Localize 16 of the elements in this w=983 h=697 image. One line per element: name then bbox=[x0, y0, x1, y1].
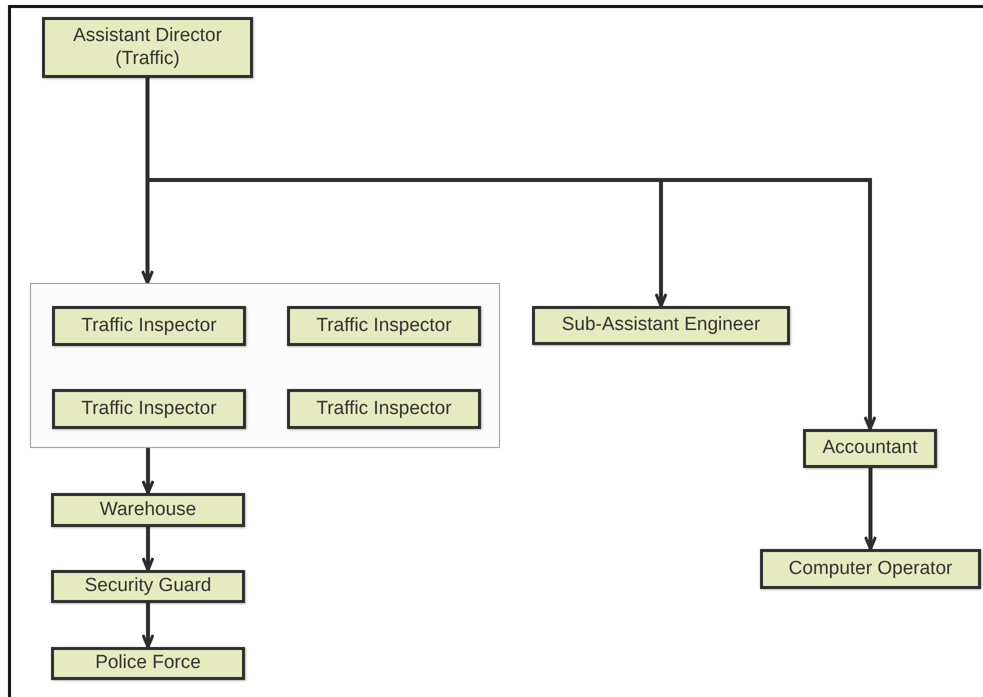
role-box: Traffic Inspector bbox=[52, 306, 246, 346]
group-frame bbox=[30, 283, 500, 448]
arrow bbox=[142, 448, 154, 494]
role-box: Warehouse bbox=[51, 493, 245, 527]
arrow bbox=[142, 603, 154, 648]
role-box: Computer Operator bbox=[760, 549, 981, 589]
role-box: Accountant bbox=[803, 429, 937, 468]
role-box: Sub-Assistant Engineer bbox=[532, 306, 790, 345]
arrow bbox=[864, 468, 877, 550]
role-box: Traffic Inspector bbox=[287, 306, 481, 346]
role-box: Assistant Director (Traffic) bbox=[42, 17, 253, 78]
role-box: Security Guard bbox=[51, 570, 245, 603]
role-box: Traffic Inspector bbox=[52, 389, 246, 429]
arrow bbox=[142, 527, 154, 572]
role-box: Police Force bbox=[51, 647, 245, 680]
role-box: Traffic Inspector bbox=[287, 389, 481, 429]
